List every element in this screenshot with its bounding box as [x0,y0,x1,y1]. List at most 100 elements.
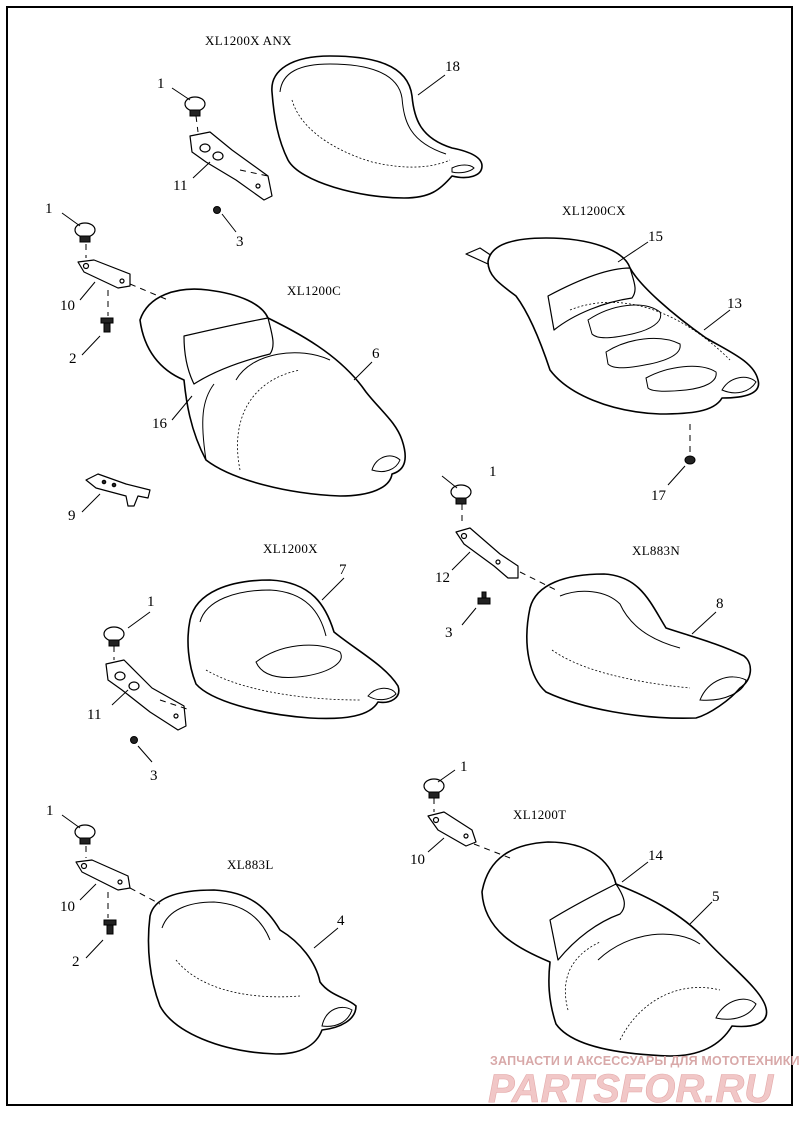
leader-2-a [81,335,101,356]
model-label-xl883l: XL883L [227,857,274,872]
assembly-line-d [461,504,557,591]
seat-7 [187,579,400,720]
seat-13 [465,237,760,415]
leader-1-d [127,611,151,629]
screw-3-c [130,736,138,744]
callout-1-d: 1 [147,594,155,610]
assembly-line-a [195,115,269,177]
knob-1-f [74,824,96,845]
screw-3-a [213,206,221,214]
assembly-line-f [433,798,511,859]
watermark-brand: PARTSFOR.RU [488,1067,774,1111]
callout-3-c: 3 [150,768,158,784]
leader-4 [313,927,339,949]
assembly-line-b [85,244,169,316]
callout-1-a: 1 [157,76,165,92]
bracket-12 [455,527,519,579]
leader-3-a [221,213,237,233]
callout-11-b: 11 [87,707,101,723]
callout-12: 12 [435,570,450,586]
screw-3-b [477,591,491,605]
callout-5: 5 [712,889,720,905]
callout-13: 13 [727,296,742,312]
bolt-2-a [100,317,114,333]
diagram-frame [6,6,793,1106]
callout-10-c: 10 [60,899,75,915]
assembly-line-e [113,646,191,711]
model-label-xl1200t: XL1200T [513,807,566,822]
model-label-xl1200x: XL1200X [263,541,318,556]
bumper-17 [684,455,696,465]
knob-1-b [74,222,96,243]
bracket-10-b [427,811,477,847]
leader-1-b [61,212,81,227]
callout-9: 9 [68,508,76,524]
callout-3-b: 3 [445,625,453,641]
leader-7 [321,577,345,601]
seat-6 [139,288,406,497]
bracket-11-a [189,131,273,201]
model-label-xl1200x-anx: XL1200X ANX [205,33,292,48]
callout-16: 16 [152,416,168,432]
callout-15: 15 [648,229,663,245]
knob-1-e [423,778,445,799]
callout-6: 6 [372,346,380,362]
leader-2-b [85,939,104,959]
strap-9 [85,473,151,507]
model-label-xl1200cx: XL1200CX [562,203,626,218]
bracket-10-a [77,259,131,289]
leader-3-b [461,607,477,626]
callout-17: 17 [651,488,667,504]
model-label-xl1200c: XL1200C [287,283,341,298]
callout-1-c: 1 [489,464,497,480]
leader-1-a [171,87,191,101]
callout-10-a: 10 [60,298,75,314]
callout-2-a: 2 [69,351,77,367]
model-label-xl883n: XL883N [632,543,680,558]
leader-18 [417,74,446,96]
watermark-caption: ЗАПЧАСТИ И АКСЕССУАРЫ ДЛЯ МОТОТЕХНИКИ [490,1054,800,1068]
leader-13 [703,309,731,331]
callout-3-a: 3 [236,234,244,250]
leader-10-a [79,281,96,301]
leader-1-e [437,769,456,783]
callout-11-a: 11 [173,178,187,194]
callout-1-b: 1 [45,201,53,217]
leader-10-c [79,883,97,901]
leader-9 [81,493,101,513]
leader-5 [689,901,713,925]
bolt-2-b [103,919,117,935]
assembly-line-g [85,846,161,918]
bracket-11-b [105,659,187,731]
callout-1-f: 1 [46,803,54,819]
callout-8: 8 [716,596,724,612]
leader-17 [667,465,686,486]
callout-1-e: 1 [460,759,468,775]
leader-14 [621,861,649,883]
leader-1-c [441,475,458,489]
seat-18 [271,55,483,199]
callout-18: 18 [445,59,460,75]
callout-7: 7 [339,562,347,578]
seat-4 [147,889,357,1055]
knob-1-a [184,96,206,117]
callout-10-b: 10 [410,852,425,868]
leader-6 [353,361,373,381]
seat-8 [526,573,752,720]
leader-16 [171,395,193,421]
seat-5 [481,841,768,1057]
leader-3-c [137,745,153,763]
knob-1-d [103,626,125,647]
leader-11-b [111,689,129,706]
leader-11-a [192,161,211,179]
callout-14: 14 [648,848,664,864]
callout-4: 4 [337,913,345,929]
leader-15 [617,241,649,263]
bracket-10-c [75,859,131,891]
leader-1-f [61,814,81,829]
leader-10-b [427,837,445,853]
callout-2-b: 2 [72,954,80,970]
leader-8 [691,611,717,635]
knob-1-c [450,484,472,505]
